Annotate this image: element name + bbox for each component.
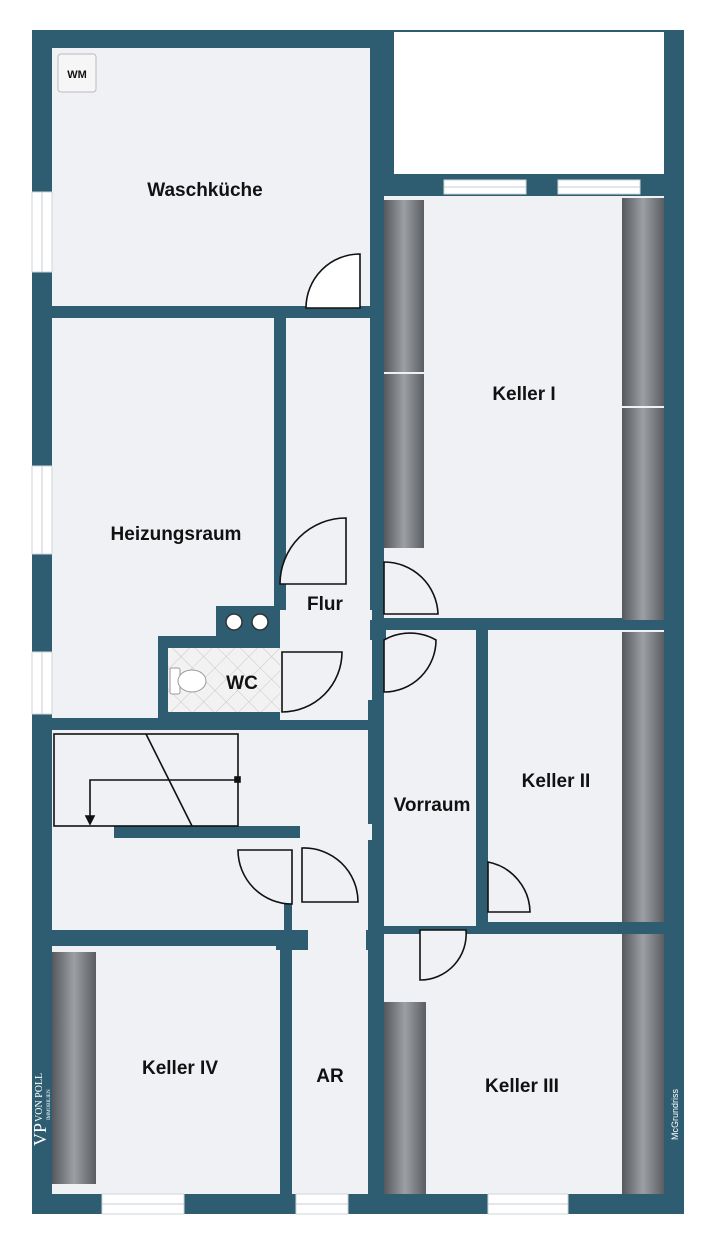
boiler-2-icon	[251, 613, 269, 631]
wall-flur-right-2	[368, 840, 382, 1200]
outside-area	[394, 32, 664, 174]
floor-waschkueche	[52, 48, 370, 306]
boiler-1-icon	[225, 613, 243, 631]
room-label-keller-1: Keller I	[492, 384, 555, 405]
room-label-heizungsraum: Heizungsraum	[111, 524, 242, 545]
floor-keller-1	[384, 196, 664, 618]
logo-sub: IMMOBILIEN	[47, 1089, 52, 1120]
floor-ar	[292, 926, 368, 1194]
room-label-waschkueche: Waschküche	[147, 180, 262, 201]
wall-flur-right	[368, 700, 382, 824]
credit-text: McGrundriss	[670, 1088, 680, 1140]
shelves	[52, 198, 664, 1194]
room-label-keller-4: Keller IV	[142, 1058, 218, 1079]
washing-machine-label: WM	[67, 69, 87, 81]
room-label-wc: WC	[226, 673, 258, 694]
toilet-icon	[169, 667, 207, 695]
wall-stair	[114, 826, 300, 838]
room-label-flur: Flur	[307, 594, 343, 615]
room-label-ar: AR	[316, 1066, 344, 1087]
logo-name: VON POLL	[34, 1073, 45, 1122]
logo-mark: VP	[30, 1123, 50, 1146]
window-lines	[41, 186, 640, 1205]
staircase	[53, 733, 241, 827]
washing-machine-icon: WM	[57, 53, 97, 93]
wall-flur-split	[370, 620, 386, 640]
room-label-vorraum: Vorraum	[394, 795, 471, 816]
wall-k4-top-right	[146, 930, 172, 946]
room-label-keller-3: Keller III	[485, 1076, 559, 1097]
von-poll-logo: VP VON POLL IMMOBILIEN	[30, 1073, 52, 1146]
room-label-keller-2: Keller II	[522, 771, 591, 792]
wall-k4-top-left	[52, 930, 88, 946]
wall-ar-left	[284, 900, 292, 1194]
doors	[237, 253, 531, 981]
